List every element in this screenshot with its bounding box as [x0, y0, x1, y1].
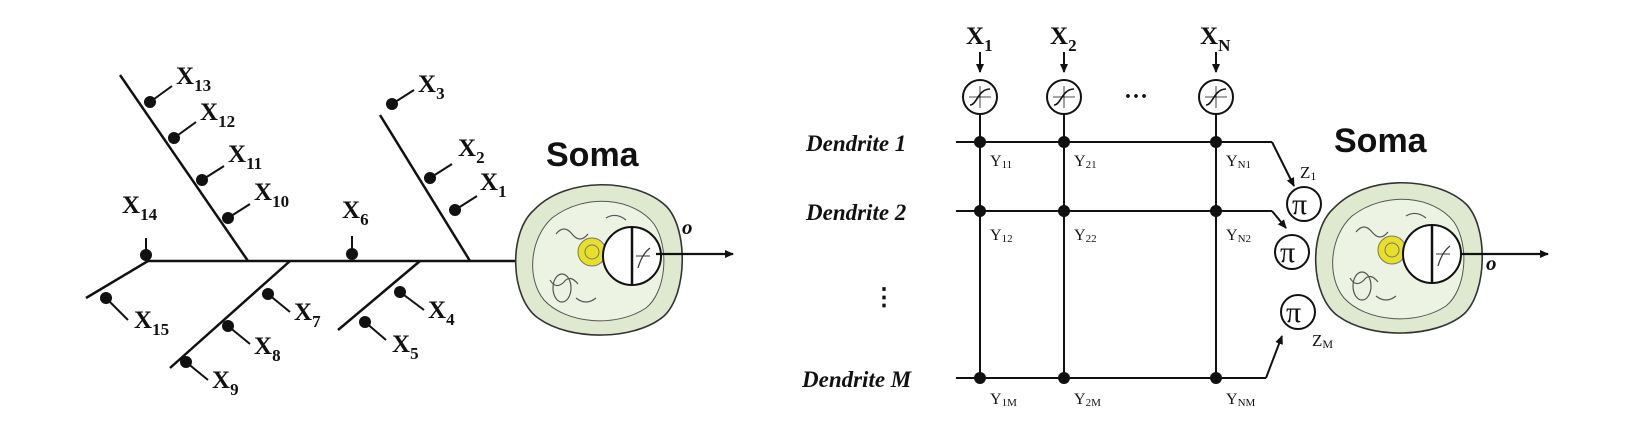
- synapse-label-yn1: YN1: [1226, 153, 1251, 171]
- input-label-x4: X4: [428, 297, 455, 329]
- input-label-x1: X1: [966, 23, 993, 55]
- input-label-x9: X9: [212, 367, 239, 399]
- input-label-x2: X2: [1050, 23, 1077, 55]
- input-label-xn: XN: [1200, 23, 1231, 55]
- input-label-x5: X5: [392, 331, 419, 363]
- input-label-x14: X14: [122, 192, 158, 224]
- branch-upper-left: [118, 74, 250, 262]
- input-label-x15: X15: [134, 307, 169, 339]
- input-label-x3: X3: [418, 71, 445, 103]
- left-dendritic-tree: X13 X12 X11 X10 X14 X6 X3 X2 X1 X15 X7 X…: [85, 63, 734, 399]
- branch-upper-right: [378, 114, 472, 262]
- dendrite-label-m: Dendrite M: [801, 367, 913, 392]
- svg-text:π: π: [1286, 296, 1301, 329]
- right-output-label: o: [1486, 251, 1497, 275]
- product-label-z1: Z1: [1300, 163, 1316, 183]
- svg-text:π: π: [1280, 236, 1295, 269]
- right-dendritic-neuron: X1 X2 XN ···: [801, 23, 1549, 409]
- synapse-label-yn2: YN2: [1226, 227, 1251, 245]
- left-output-label: o: [682, 215, 693, 239]
- product-label-zm: ZM: [1312, 331, 1333, 351]
- synapse-label-y12: Y12: [990, 227, 1013, 245]
- input-label-x6: X6: [342, 197, 369, 229]
- input-label-x2: X2: [458, 135, 485, 167]
- input-label-x12: X12: [200, 99, 235, 131]
- branch-lower-middle: [169, 260, 291, 369]
- product-node-m: π: [1280, 294, 1316, 330]
- synapse-label-y2m: Y2M: [1074, 391, 1101, 409]
- sigmoid-node-2: [1046, 79, 1082, 115]
- input-label-x13: X13: [176, 63, 211, 95]
- sigmoid-node-n: [1198, 79, 1234, 115]
- svg-text:π: π: [1292, 188, 1307, 221]
- sigmoid-node-1: [962, 79, 998, 115]
- synapse-label-ynm: YNM: [1226, 391, 1256, 409]
- dendrite-label-2: Dendrite 2: [805, 200, 906, 225]
- dendrite-label-1: Dendrite 1: [805, 131, 906, 156]
- product-node-1: π: [1286, 186, 1322, 222]
- left-soma-cell: [514, 183, 684, 337]
- synapse-label-y11: Y11: [990, 153, 1012, 171]
- left-soma-label: Soma: [546, 136, 640, 174]
- right-soma-label: Soma: [1334, 122, 1428, 160]
- product-node-2: π: [1274, 234, 1310, 270]
- input-ellipsis: ···: [1124, 84, 1148, 110]
- input-label-x11: X11: [228, 141, 262, 173]
- input-label-x7: X7: [294, 299, 321, 331]
- input-label-x1: X1: [480, 169, 507, 201]
- right-soma-cell: [1314, 181, 1484, 335]
- synapse-label-y21: Y21: [1074, 153, 1097, 171]
- synapse-label-y1m: Y1M: [990, 391, 1017, 409]
- branch-lower-left: [85, 259, 149, 300]
- dendrite-ellipsis: ⋮: [872, 285, 896, 311]
- input-label-x10: X10: [254, 179, 289, 211]
- input-label-x8: X8: [254, 333, 281, 365]
- synapse-label-y22: Y22: [1074, 227, 1097, 245]
- branch-lower-right: [337, 260, 421, 331]
